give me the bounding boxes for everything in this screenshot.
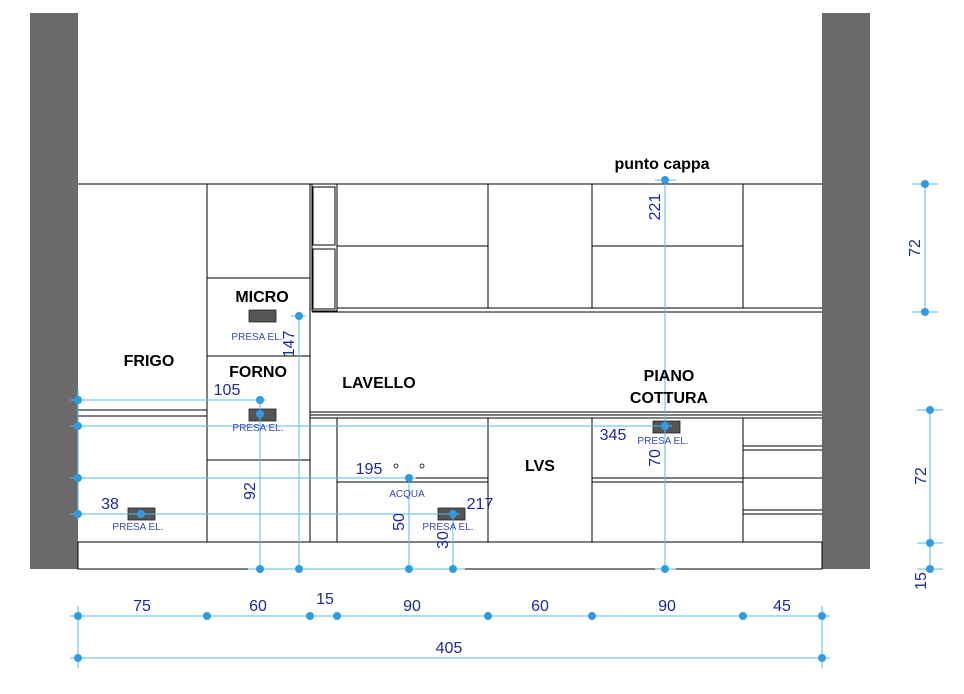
- frigo-socket-label: PRESA EL.: [112, 522, 163, 533]
- dim-90-a: 90: [403, 598, 421, 615]
- dim-217: 217: [467, 496, 494, 513]
- dim-195: 195: [356, 461, 383, 478]
- worktop: [310, 411, 822, 419]
- dim-147: 147: [281, 331, 298, 358]
- micro-label: MICRO: [235, 289, 288, 306]
- dim-72-lower: 72: [913, 467, 930, 485]
- forno-label: FORNO: [229, 364, 287, 381]
- dimension-lines: [70, 179, 943, 668]
- dim-45: 45: [773, 598, 791, 615]
- dim-221: 221: [647, 194, 664, 221]
- dim-92: 92: [242, 482, 259, 500]
- piano-cottura-label-line1: PIANO: [644, 368, 695, 385]
- dim-75: 75: [133, 598, 151, 615]
- frigo-label: FRIGO: [124, 353, 175, 370]
- dim-70: 70: [647, 449, 664, 467]
- acqua-label: ACQUA: [389, 489, 425, 500]
- dim-60-a: 60: [249, 598, 267, 615]
- punto-cappa-label: punto cappa: [614, 156, 709, 173]
- lavello-label: LAVELLO: [342, 375, 415, 392]
- dim-38: 38: [101, 496, 119, 513]
- piano-socket-label: PRESA EL.: [637, 436, 688, 447]
- dimension-dots: [74, 176, 934, 662]
- micro-socket: [248, 309, 277, 323]
- micro-socket-label: PRESA EL.: [231, 332, 282, 343]
- tall-units: [78, 184, 311, 542]
- dim-15-right: 15: [913, 572, 930, 590]
- dim-72-upper: 72: [907, 239, 924, 257]
- dim-30: 30: [435, 531, 452, 549]
- dim-105: 105: [214, 382, 241, 399]
- dim-345: 345: [600, 427, 627, 444]
- right-wall: [822, 13, 870, 569]
- dim-60-b: 60: [531, 598, 549, 615]
- piano-cottura-label-line2: COTTURA: [630, 390, 709, 407]
- dim-15: 15: [316, 591, 334, 608]
- forno-socket-label: PRESA EL.: [232, 423, 283, 434]
- dim-405: 405: [436, 640, 463, 657]
- lvs-label: LVS: [525, 458, 555, 475]
- water-tap-icons: [393, 463, 425, 469]
- left-wall: [30, 13, 78, 569]
- dim-50: 50: [391, 513, 408, 531]
- lavello-socket-label: PRESA EL.: [422, 522, 473, 533]
- upper-cabinets: [78, 183, 822, 313]
- dim-90-b: 90: [658, 598, 676, 615]
